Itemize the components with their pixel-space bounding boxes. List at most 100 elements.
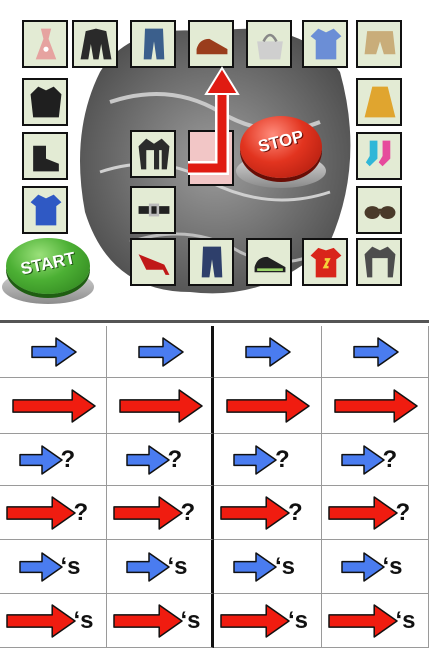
possessive-s-label: ‘s [382,553,403,580]
board-tile[interactable] [130,130,176,178]
red-arrow-icon [112,496,183,530]
board-tile[interactable] [246,238,292,286]
arrow-card[interactable]: ‘s [214,540,322,594]
board-tile[interactable] [22,78,68,126]
blue-arrow-icon [233,445,277,475]
possessive-s-label: ‘s [275,553,296,580]
arrow-card[interactable]: ? [214,434,322,486]
arrow-card[interactable] [214,326,322,378]
arrow-card[interactable]: ‘s [107,540,214,594]
board-tile[interactable] [302,20,348,68]
board-tile[interactable] [22,186,68,234]
dress-icon [35,28,57,60]
board-tile[interactable] [22,132,68,180]
blue-arrow-icon [18,552,63,582]
possessive-s-label: ‘s [73,607,94,634]
card-row [0,326,429,378]
board-tile[interactable] [246,20,292,68]
blue-arrow-icon [137,337,184,367]
sunglasses-icon [364,206,396,219]
board-tile[interactable] [130,186,176,234]
card-row: ‘s ‘s ‘s ‘s [0,540,429,594]
board-tile[interactable] [356,78,402,126]
jeans-icon [143,28,165,60]
arrow-card[interactable]: ? [107,486,214,540]
arrow-card[interactable] [107,378,214,434]
stop-button-cap [240,116,322,178]
center-tile [188,130,234,186]
red-arrow-icon [220,496,290,530]
red-arrow-icon [226,389,310,423]
arrow-card[interactable]: ‘s [0,594,107,648]
arrow-card[interactable]: ‘s [214,594,322,648]
arrow-card[interactable]: ‘s [107,594,214,648]
board-tile[interactable] [130,20,176,68]
possessive-s-label: ‘s [288,607,309,634]
blue-arrow-icon [233,552,277,582]
arrow-card[interactable]: ? [107,434,214,486]
shorts-icon [364,31,396,55]
game-board: START STOP [0,0,429,318]
red-arrow-icon [112,604,183,638]
trousers-icon [201,246,223,278]
arrow-card[interactable] [107,326,214,378]
arrow-card[interactable] [322,378,429,434]
arrow-card[interactable] [322,326,429,378]
arrow-cards-grid: ????????‘s‘s‘s‘s‘s‘s‘s‘s [0,326,429,648]
sweater-icon [364,246,396,278]
board-tile[interactable] [356,132,402,180]
blue-arrow-icon [30,337,77,367]
blue-arrow-icon [352,337,399,367]
arrow-card[interactable]: ? [322,434,429,486]
board-tile[interactable] [356,186,402,234]
board-tile[interactable] [72,20,118,68]
blue-arrow-icon [125,445,170,475]
arrow-card[interactable] [214,378,322,434]
possessive-s-label: ‘s [60,553,81,580]
board-tile[interactable] [302,238,348,286]
arrow-card[interactable] [0,378,107,434]
red-arrow-icon [118,389,203,423]
question-mark-label: ? [382,446,398,473]
board-tile[interactable] [356,20,402,68]
shirt-icon [310,28,342,60]
card-row: ???? [0,434,429,486]
boots-icon [33,145,59,172]
blue-arrow-icon [245,337,291,367]
skirt-icon [364,86,396,118]
blue-arrow-icon [340,445,385,475]
blue-arrow-icon [18,445,63,475]
arrow-card[interactable]: ‘s [0,540,107,594]
red-arrow-icon [5,496,76,530]
start-button[interactable]: START [2,232,94,308]
arrow-card[interactable]: ? [0,434,107,486]
board-tile[interactable] [22,20,68,68]
coat-icon [30,86,62,118]
question-mark-label: ? [395,499,411,526]
board-tile[interactable] [188,20,234,68]
arrow-card[interactable]: ? [0,486,107,540]
question-mark-label: ? [167,446,183,473]
red-arrow-icon [327,496,398,530]
belt-icon [138,203,170,217]
arrow-card[interactable]: ? [322,486,429,540]
start-button-cap [6,238,90,294]
arrow-card[interactable]: ? [214,486,322,540]
board-tile[interactable] [188,238,234,286]
cardigan-icon [138,138,170,170]
arrow-card[interactable] [0,326,107,378]
question-mark-label: ? [60,446,76,473]
stop-button[interactable]: STOP [236,112,326,192]
arrow-card[interactable]: ‘s [322,540,429,594]
red-arrow-icon [5,604,76,638]
board-tile[interactable] [356,238,402,286]
blue-arrow-icon [340,552,385,582]
shoes-icon [196,38,228,55]
card-row: ‘s ‘s ‘s ‘s [0,594,429,648]
arrow-card[interactable]: ‘s [322,594,429,648]
question-mark-label: ? [73,499,89,526]
question-mark-label: ? [180,499,196,526]
blue-arrow-icon [125,552,170,582]
board-tile[interactable] [130,238,176,286]
question-mark-label: ? [288,499,303,526]
